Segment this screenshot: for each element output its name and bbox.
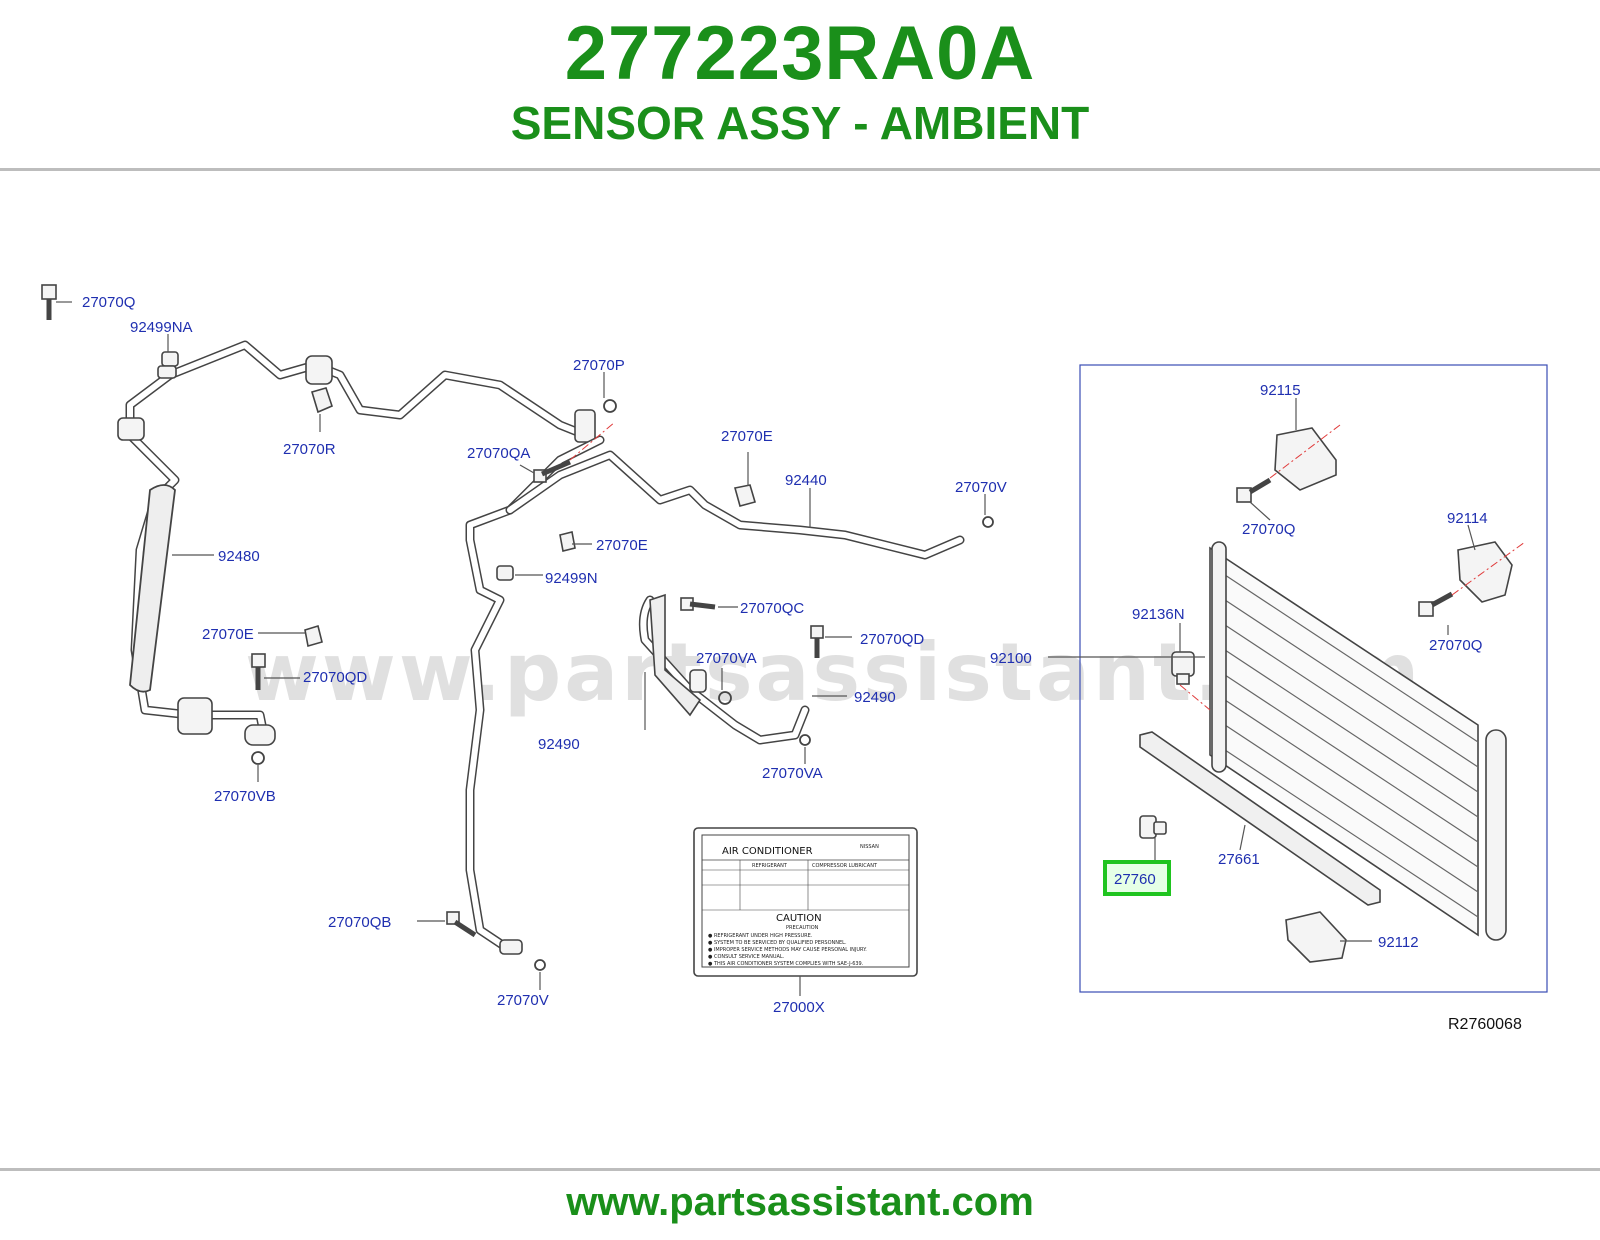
label-92480[interactable]: 92480 — [218, 548, 260, 565]
reference-code: R2760068 — [1448, 1016, 1522, 1033]
ambient-sensor-27760[interactable] — [1139, 815, 1167, 839]
bolt-27070Q-b[interactable] — [1236, 477, 1272, 503]
bolt-27070QD-b[interactable] — [810, 625, 824, 658]
centre-lines — [569, 421, 1526, 711]
hose-92480[interactable] — [117, 340, 596, 746]
switch-92136N[interactable] — [1171, 651, 1195, 685]
label-92136N[interactable]: 92136N — [1132, 606, 1185, 623]
label-27070VB[interactable]: 27070VB — [214, 788, 276, 805]
label-27070R[interactable]: 27070R — [283, 441, 336, 458]
sticker-line-5: ● THIS AIR CONDITIONER SYSTEM COMPLIES W… — [708, 961, 864, 967]
bolt-27070QA[interactable] — [533, 459, 571, 483]
label-27000X[interactable]: 27000X — [773, 999, 825, 1016]
label-27070QD-a[interactable]: 27070QD — [303, 669, 367, 686]
label-27070QB[interactable]: 27070QB — [328, 914, 391, 931]
label-27070E-c[interactable]: 27070E — [596, 537, 648, 554]
label-92499NA[interactable]: 92499NA — [130, 319, 193, 336]
label-92114[interactable]: 92114 — [1447, 510, 1488, 527]
label-92115[interactable]: 92115 — [1260, 382, 1301, 399]
bracket-92114[interactable] — [1457, 541, 1513, 603]
bracket-92115[interactable] — [1274, 427, 1337, 491]
label-27070QC[interactable]: 27070QC — [740, 600, 804, 617]
label-27070V-b[interactable]: 27070V — [497, 992, 549, 1009]
oring-27070VA-b[interactable] — [799, 734, 811, 746]
part-name-subtitle: SENSOR ASSY - AMBIENT — [510, 97, 1090, 149]
sticker-compressor: COMPRESSOR LUBRICANT — [812, 863, 878, 869]
label-27070E-b[interactable]: 27070E — [721, 428, 773, 445]
pipe-92440[interactable] — [505, 450, 965, 560]
header-divider — [0, 168, 1600, 171]
bolt-27070QC[interactable] — [680, 597, 716, 611]
label-27070QD-b[interactable]: 27070QD — [860, 631, 924, 648]
bolt-27070QB[interactable] — [446, 911, 477, 938]
cap-92499NA[interactable] — [157, 351, 179, 379]
condenser-group-frame — [1079, 364, 1548, 993]
clip-27070E-c[interactable] — [559, 531, 576, 552]
label-27760[interactable]: 27760 — [1114, 871, 1156, 888]
label-27070QA[interactable]: 27070QA — [467, 445, 530, 462]
sticker-line-4: ● CONSULT SERVICE MANUAL. — [708, 954, 785, 960]
bracket-92112[interactable] — [1285, 911, 1347, 963]
clip-27070E-a[interactable] — [304, 624, 323, 648]
oring-27070V-b[interactable] — [534, 959, 546, 971]
clip-27070E-b[interactable] — [733, 484, 756, 507]
label-27070Q-b[interactable]: 27070Q — [1242, 521, 1295, 538]
hose-92490-lower[interactable] — [638, 593, 810, 745]
sticker-caution: CAUTION — [776, 913, 822, 924]
label-92490-b[interactable]: 92490 — [538, 736, 580, 753]
oring-27070V-a[interactable] — [982, 516, 994, 528]
condenser-92100[interactable] — [1209, 541, 1507, 941]
sticker-brand: NISSAN — [860, 844, 879, 850]
label-27070VA-b[interactable]: 27070VA — [762, 765, 823, 782]
oring-27070VB[interactable] — [251, 751, 265, 765]
oring-27070P[interactable] — [603, 399, 617, 413]
label-27661[interactable]: 27661 — [1218, 851, 1260, 868]
sticker-title: AIR CONDITIONER — [722, 846, 813, 857]
label-92100[interactable]: 92100 — [990, 650, 1032, 667]
label-92112[interactable]: 92112 — [1378, 934, 1419, 951]
label-27070VA-a[interactable]: 27070VA — [696, 650, 757, 667]
oring-27070VA-a[interactable] — [718, 691, 732, 705]
footer-url[interactable]: www.partsassistant.com — [566, 1180, 1034, 1224]
sticker-refrigerant: REFRIGERANT — [752, 863, 788, 869]
highlight-box-27760[interactable] — [1103, 860, 1171, 896]
ac-label-sticker[interactable]: AIR CONDITIONER NISSAN REFRIGERANT COMPR… — [693, 827, 918, 977]
label-27070Q-a[interactable]: 27070Q — [82, 294, 135, 311]
bolt-27070Q-a[interactable] — [41, 284, 57, 320]
bolt-27070QD-a[interactable] — [251, 653, 266, 690]
sticker-line-1: ● REFRIGERANT UNDER HIGH PRESSURE. — [708, 933, 813, 939]
sticker-line-3: ● IMPROPER SERVICE METHODS MAY CAUSE PER… — [708, 947, 867, 953]
label-27070P[interactable]: 27070P — [573, 357, 625, 374]
label-27070Q-c[interactable]: 27070Q — [1429, 637, 1482, 654]
part-number-title: 277223RA0A — [564, 11, 1036, 96]
label-92499N[interactable]: 92499N — [545, 570, 598, 587]
sticker-line-2: ● SYSTEM TO BE SERVICED BY QUALIFIED PER… — [708, 940, 847, 946]
bolt-27070Q-c[interactable] — [1418, 591, 1454, 617]
footer-divider — [0, 1168, 1600, 1171]
label-92440[interactable]: 92440 — [785, 472, 827, 489]
label-27070V-a[interactable]: 27070V — [955, 479, 1007, 496]
label-27070E-a[interactable]: 27070E — [202, 626, 254, 643]
clip-27070R[interactable] — [311, 387, 333, 414]
seal-27661[interactable] — [1139, 731, 1381, 906]
leader-lines — [56, 301, 1476, 996]
label-92490-a[interactable]: 92490 — [854, 689, 896, 706]
parts-diagram: www.partsassistant.com — [41, 284, 1548, 1033]
sticker-precaution: PRECAUTION — [786, 925, 819, 931]
